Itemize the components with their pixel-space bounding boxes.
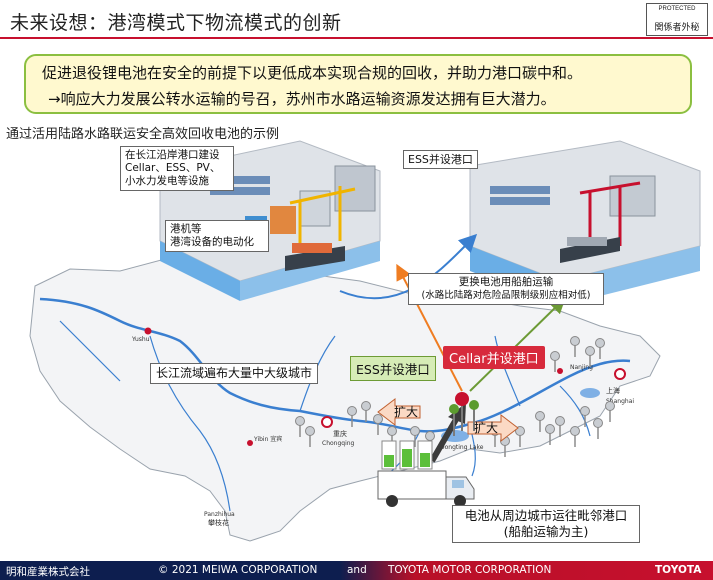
map-label-yibin: Yibin 宜宾: [253, 435, 282, 443]
city-pin: [605, 401, 615, 411]
map-label-chongqing-cn: 重庆: [333, 429, 347, 438]
city-pins: [295, 336, 615, 457]
illustration: 重庆 Chongqing Yibin 宜宾 Panzhihua 攀枝花 Yush…: [29, 140, 701, 542]
callout-ship-battery: 更换电池用船舶运输 (水路比陆路对危险品限制级别应相对低): [408, 273, 604, 305]
city-pin: [585, 346, 595, 356]
truck-icon: [377, 470, 475, 507]
city-pin: [347, 406, 357, 416]
city-pin: [535, 411, 545, 421]
callout-port-machinery: 港机等 港湾设备的电动化: [165, 220, 269, 252]
cellar-port-tag: Cellar并设港口: [443, 346, 545, 369]
city-pin: [593, 418, 603, 428]
expand-arrow-left: [377, 397, 421, 427]
battery-icons: [381, 440, 433, 470]
title-rule: [0, 37, 713, 39]
footer-brand: TOYOTA: [655, 564, 702, 576]
expand-arrow-right: [467, 413, 519, 443]
map-label-panzhihua-cn: 攀枝花: [208, 518, 229, 527]
highlight-pins: [449, 392, 479, 436]
banner-line-2: →响应大力发展公转水运输的号召，苏州市水路运输资源发达拥有巨大潜力。: [48, 90, 556, 108]
footer-company-right: TOYOTA MOTOR CORPORATION: [388, 564, 552, 576]
city-pin: [410, 426, 420, 436]
map-label-panzhihua-en: Panzhihua: [204, 511, 235, 518]
banner-line-1: 促进退役锂电池在安全的前提下以更低成本实现合规的回收，并助力港口碳中和。: [42, 64, 583, 82]
city-pin: [545, 424, 555, 434]
map-label-shanghai-cn: 上海: [606, 386, 620, 395]
city-pin: [295, 416, 305, 426]
callout-ship-battery-line1: 更换电池用船舶运输: [458, 276, 554, 288]
footer-company-left: 明和産業株式会社: [6, 566, 90, 578]
page-title: 未来设想：港湾模式下物流模式的创新: [10, 12, 342, 34]
city-pin: [550, 351, 560, 361]
city-pin: [555, 416, 565, 426]
stamp-label-jp: 関係者外秘: [654, 23, 700, 33]
callout-port-build-line2: Cellar、ESS、PV、: [125, 162, 221, 174]
ess-port-tag: ESS并设港口: [350, 356, 436, 381]
key-message-banner: 促进退役锂电池在安全的前提下以更低成本实现合规的回收，并助力港口碳中和。 →响应…: [24, 54, 692, 114]
map-label-nanjing: Nanjing: [570, 364, 593, 371]
callout-port-build: 在长江沿岸港口建设 Cellar、ESS、PV、 小水力发电等设施: [120, 146, 234, 191]
map-label-yushu: Yushu: [131, 336, 150, 343]
city-pin: [305, 426, 315, 436]
section-subtitle: 通过活用陆路水路联运安全高效回收电池的示例: [6, 127, 280, 142]
map-label-chongqing-en: Chongqing: [322, 440, 355, 447]
map-label-shanghai-en: Shanghai: [606, 398, 634, 405]
map-label-dongting: Dongting Lake: [440, 444, 484, 451]
city-pin: [570, 426, 580, 436]
callout-port-machinery-line1: 港机等: [170, 223, 202, 235]
footer-copyright: © 2021 MEIWA CORPORATION: [158, 564, 318, 576]
callout-truck-line1: 电池从周边城市运往毗邻港口: [464, 508, 628, 523]
footer-red-band: [340, 561, 713, 580]
callout-truck-line2: (船舶运输为主): [503, 524, 589, 539]
expand-label-left: 扩大: [394, 405, 419, 419]
city-pin: [570, 336, 580, 346]
callout-truck: 电池从周边城市运往毗邻港口 (船舶运输为主): [452, 505, 640, 543]
stamp-label-en: PROTECTED: [658, 6, 696, 12]
city-pin: [361, 401, 371, 411]
callout-port-build-line3: 小水力发电等设施: [125, 175, 209, 187]
footer-and: and: [347, 564, 367, 576]
city-pin: [595, 338, 605, 348]
confidential-stamp: PROTECTED 関係者外秘: [646, 3, 708, 36]
callout-port-build-line1: 在长江沿岸港口建设: [125, 149, 220, 161]
callout-ship-battery-line2: (水路比陆路对危险品限制级别应相对低): [421, 290, 591, 301]
city-pin: [387, 426, 397, 436]
city-pin: [580, 406, 590, 416]
callout-port-machinery-line2: 港湾设备的电动化: [170, 236, 254, 248]
callout-yangtze-cities: 长江流域遍布大量中大级城市: [150, 363, 319, 384]
city-pin: [373, 414, 383, 424]
expand-label-right: 扩大: [474, 421, 499, 435]
callout-ess-port-top: ESS并设港口: [403, 150, 478, 169]
footer-bar: 明和産業株式会社 © 2021 MEIWA CORPORATION and TO…: [0, 561, 713, 580]
city-pin: [425, 431, 435, 441]
